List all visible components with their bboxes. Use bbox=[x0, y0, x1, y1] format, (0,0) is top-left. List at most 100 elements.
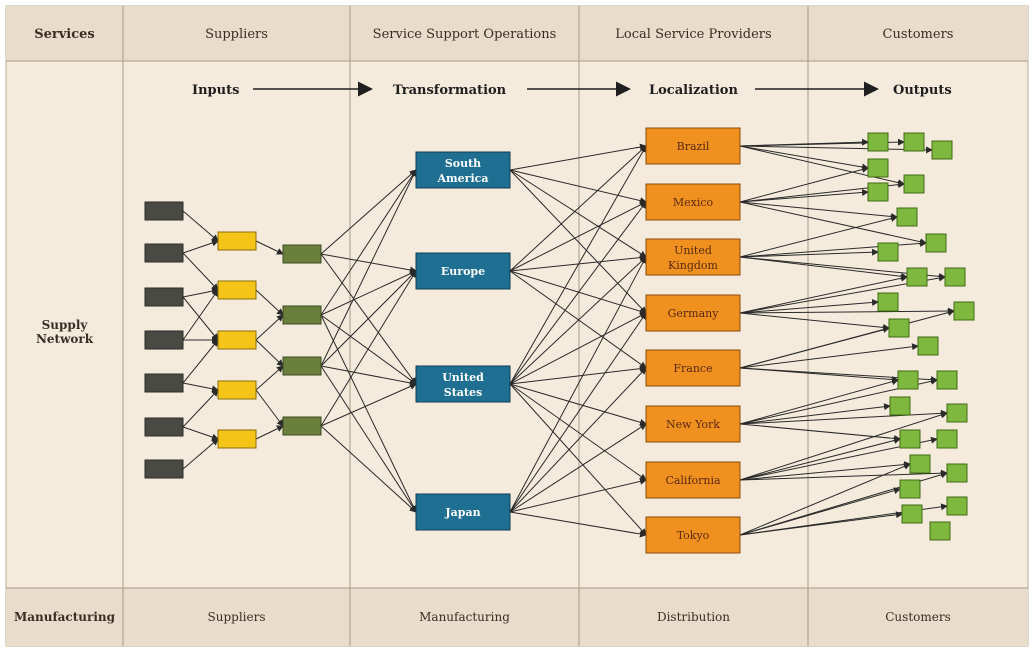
provider-label: Mexico bbox=[673, 196, 714, 209]
row-footer-manufacturing: Manufacturing bbox=[13, 610, 115, 624]
connection-arrow bbox=[320, 270, 417, 316]
connection-arrow bbox=[182, 426, 219, 441]
supplier-node-yellow bbox=[217, 330, 257, 350]
customer-node bbox=[897, 370, 919, 390]
connection-arrow bbox=[739, 409, 948, 425]
connection-arrow bbox=[320, 270, 417, 367]
connection-arrow bbox=[509, 145, 647, 272]
customer-node bbox=[867, 182, 889, 202]
supplier-node-olive bbox=[282, 305, 322, 325]
hub-node bbox=[415, 151, 511, 189]
supplier-node-dark bbox=[144, 201, 184, 221]
connection-arrow bbox=[509, 383, 647, 426]
connection-arrow bbox=[739, 274, 908, 314]
connection-arrow bbox=[739, 343, 919, 369]
connection-arrow bbox=[509, 365, 647, 385]
connection-arrow bbox=[182, 289, 219, 341]
connection-arrow bbox=[509, 511, 647, 538]
customer-node bbox=[929, 521, 951, 541]
connection-arrow bbox=[182, 389, 219, 428]
connection-arrow bbox=[255, 389, 284, 427]
connection-arrow bbox=[739, 201, 927, 246]
header-band bbox=[6, 6, 1028, 61]
provider-node bbox=[645, 516, 741, 554]
supplier-node-dark bbox=[144, 417, 184, 437]
connection-arrow bbox=[255, 425, 284, 440]
connection-arrow bbox=[739, 461, 911, 481]
provider-label: Germany bbox=[668, 307, 720, 320]
connection-arrow bbox=[509, 383, 647, 481]
connection-arrow bbox=[509, 201, 647, 272]
diagram-nodes: SouthAmericaEuropeUnitedStatesJapanBrazi… bbox=[144, 127, 975, 554]
connection-arrow bbox=[509, 169, 647, 314]
stage-label-localization: Localization bbox=[649, 83, 738, 98]
provider-node bbox=[645, 127, 741, 165]
hub-label: Europe bbox=[441, 265, 485, 278]
connection-arrow bbox=[320, 365, 417, 513]
connection-arrow bbox=[739, 298, 879, 314]
customer-node bbox=[946, 463, 968, 483]
supplier-node-dark bbox=[144, 373, 184, 393]
supplier-node-yellow bbox=[217, 429, 257, 449]
connection-arrow bbox=[739, 463, 911, 536]
provider-node bbox=[645, 238, 741, 276]
connection-arrow bbox=[509, 367, 647, 513]
stage-label-transformation: Transformation bbox=[393, 83, 507, 98]
hub-label: United bbox=[442, 371, 484, 384]
connection-arrow bbox=[320, 425, 417, 513]
customer-node bbox=[901, 504, 923, 524]
connection-arrow bbox=[739, 188, 869, 203]
column-header-service-support: Service Support Operations bbox=[372, 26, 557, 42]
connection-arrow bbox=[739, 411, 948, 481]
supplier-node-olive bbox=[282, 416, 322, 436]
row-label-line1: Supply bbox=[41, 318, 88, 332]
customer-node bbox=[867, 132, 889, 152]
connection-arrow bbox=[255, 339, 284, 367]
table-background bbox=[5, 5, 1029, 647]
provider-label: California bbox=[665, 474, 721, 487]
connection-arrow bbox=[320, 314, 417, 513]
customer-node bbox=[889, 396, 911, 416]
provider-label: France bbox=[673, 362, 712, 375]
connection-arrow bbox=[320, 314, 417, 385]
column-header-local-providers: Local Service Providers bbox=[615, 26, 772, 42]
connection-arrow bbox=[320, 169, 417, 316]
customer-node bbox=[946, 403, 968, 423]
connection-arrow bbox=[509, 145, 647, 385]
customer-node bbox=[906, 267, 928, 287]
connection-arrow bbox=[509, 256, 647, 513]
hub-node bbox=[415, 493, 511, 531]
connection-arrow bbox=[182, 438, 219, 470]
supplier-node-yellow bbox=[217, 231, 257, 251]
connection-arrow bbox=[739, 437, 901, 481]
customer-node bbox=[917, 336, 939, 356]
connection-arrow bbox=[509, 312, 647, 513]
connection-arrow bbox=[182, 382, 219, 393]
connection-arrow bbox=[320, 253, 417, 274]
connection-arrow bbox=[509, 201, 647, 385]
connection-arrow bbox=[509, 423, 647, 513]
provider-label: Brazil bbox=[677, 140, 710, 153]
hub-label: South bbox=[445, 157, 481, 170]
customer-node bbox=[909, 454, 931, 474]
connection-arrow bbox=[509, 169, 647, 205]
hub-label: America bbox=[437, 172, 489, 185]
connection-arrow bbox=[739, 145, 905, 187]
provider-node bbox=[645, 405, 741, 443]
hub-node bbox=[415, 365, 511, 403]
connection-arrow bbox=[739, 248, 879, 258]
provider-node bbox=[645, 183, 741, 221]
table-gridlines bbox=[6, 6, 1028, 646]
customer-node bbox=[877, 292, 899, 312]
connection-arrow bbox=[739, 487, 901, 536]
connection-arrow bbox=[739, 201, 898, 220]
customer-node bbox=[931, 140, 953, 160]
footer-customers: Customers bbox=[885, 610, 951, 624]
connection-arrow bbox=[320, 383, 417, 427]
customer-node bbox=[899, 429, 921, 449]
supplier-node-dark bbox=[144, 330, 184, 350]
provider-label: United bbox=[674, 244, 712, 257]
connection-arrow bbox=[509, 143, 647, 171]
